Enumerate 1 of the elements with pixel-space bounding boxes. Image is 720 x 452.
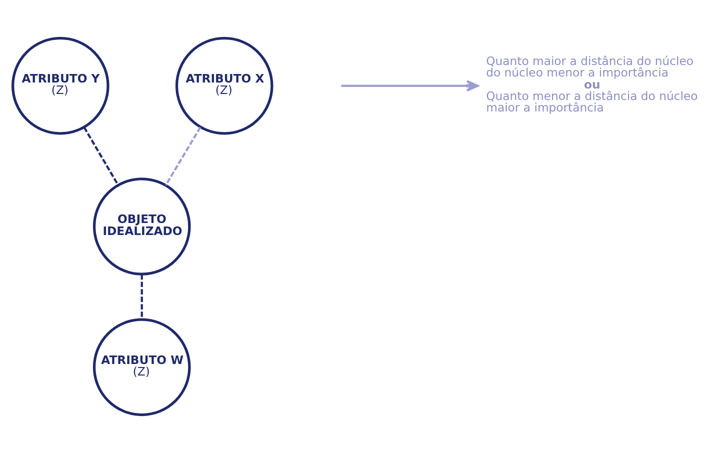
node-text: Quanto maior a distância do núcleo do núcleo menor a importância ou Quanto menor a distância do núcleo maior a importância <box>486 53 698 114</box>
